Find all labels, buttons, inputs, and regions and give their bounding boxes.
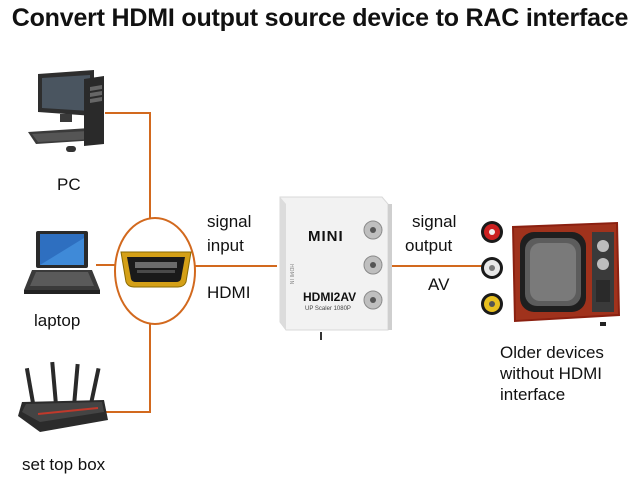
signal-input-label-line2: input (207, 236, 244, 255)
svg-text:HDMI IN: HDMI IN (288, 264, 294, 284)
retro-tv-icon (512, 222, 620, 326)
signal-input-label-line1: signal (207, 212, 252, 231)
pc-connector-line (105, 112, 151, 218)
converter-model: HDMI2AV (303, 290, 357, 304)
converter-subtitle: UP Scaler 1080P (305, 306, 351, 312)
connector-lines (96, 112, 484, 413)
rca-plug-icon (481, 221, 503, 315)
signal-output-label-line1: signal (412, 212, 457, 231)
set-top-box-label: set top box (22, 455, 106, 474)
laptop-icon (24, 231, 100, 294)
hdmi-port-icon (114, 217, 196, 325)
diagram-title: Convert HDMI output source device to RAC… (11, 4, 629, 32)
signal-output-label-line2: output (405, 236, 453, 255)
av-label: AV (428, 275, 450, 294)
hdmi-label: HDMI (207, 283, 251, 302)
converter-brand: MINI (308, 228, 344, 245)
desktop-pc-icon (28, 70, 104, 152)
older-devices-label-line1: Older devices (500, 343, 604, 362)
stb-connector-line (104, 323, 151, 413)
router-icon (18, 361, 108, 432)
laptop-label: laptop (34, 311, 81, 330)
older-devices-label-line3: interface (500, 385, 566, 404)
converter-box-icon: HDMI IN (279, 196, 392, 340)
older-devices-label-line2: without HDMI (500, 364, 603, 383)
pc-label: PC (57, 175, 81, 194)
